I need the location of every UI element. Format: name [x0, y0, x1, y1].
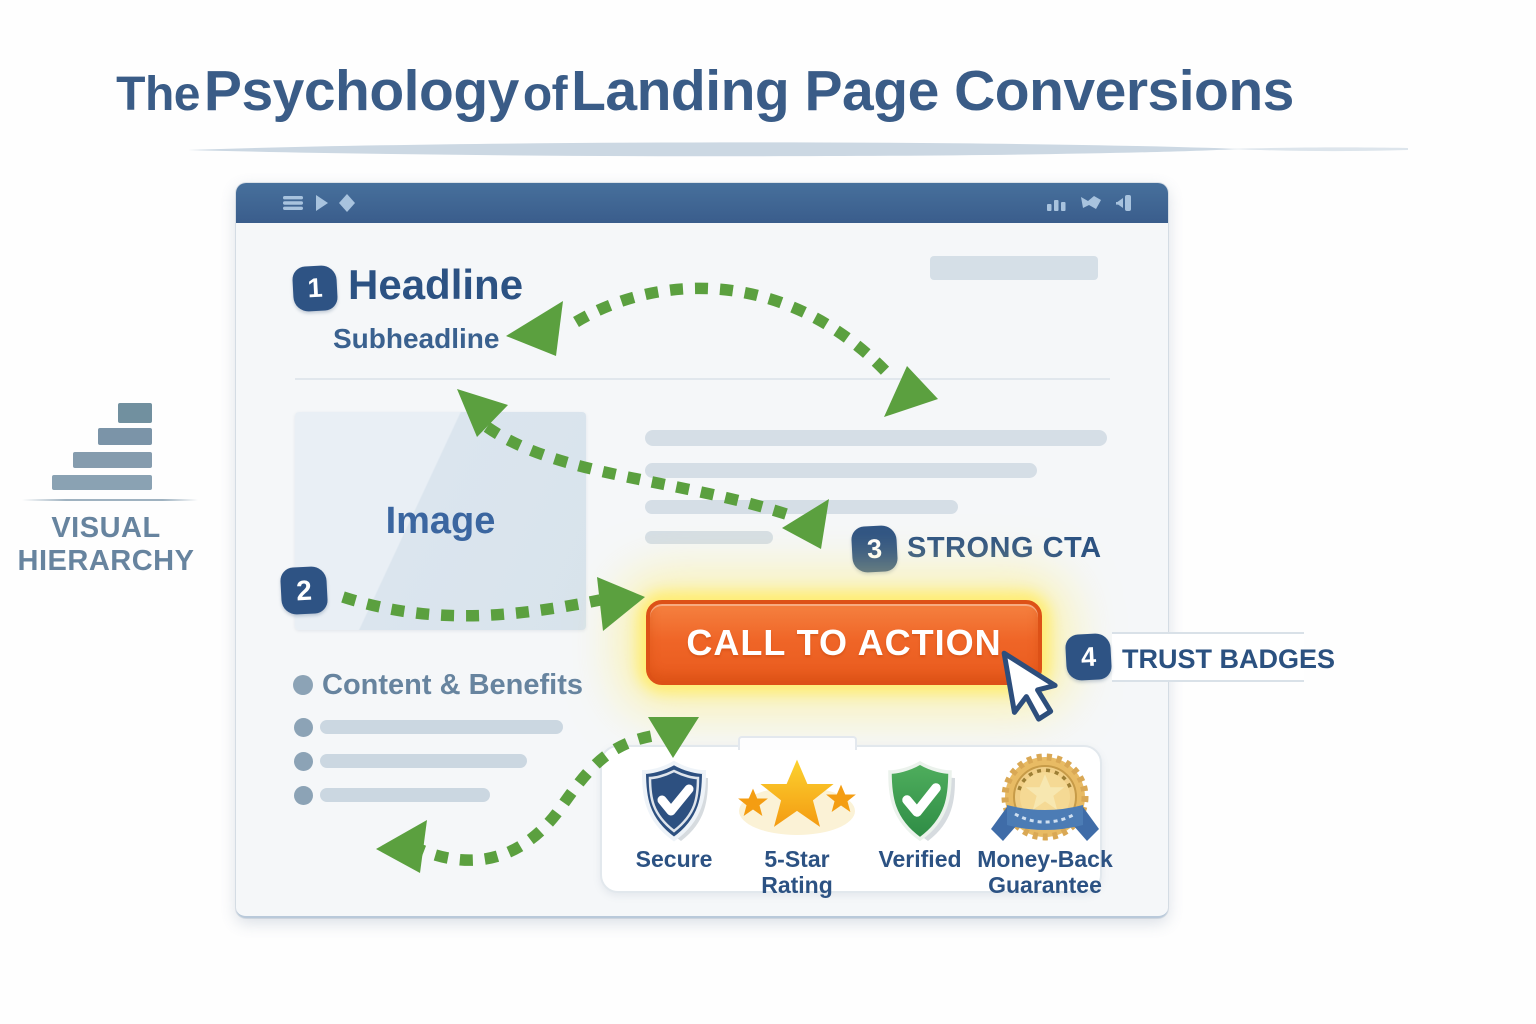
call-to-action-button[interactable]: CALL TO ACTION	[646, 600, 1042, 685]
step-badge-1: 1	[291, 264, 339, 313]
trust-label: 5-Star Rating	[761, 846, 833, 898]
bullet-dot	[294, 718, 313, 737]
trust-badge-rating: 5-Star Rating	[727, 755, 867, 899]
shield-check-green-icon	[850, 755, 990, 847]
play-icon[interactable]	[314, 194, 330, 212]
title-word-psychology: Psychology	[203, 59, 519, 123]
trust-panel-tab	[738, 736, 857, 750]
share-icon[interactable]	[1115, 194, 1133, 212]
mouse-cursor-icon	[1001, 650, 1058, 722]
text-line-placeholder	[645, 500, 958, 514]
subheadline-label: Subheadline	[333, 323, 500, 354]
text-line-placeholder	[645, 531, 773, 544]
title-word-the: The	[116, 68, 200, 121]
page-title: The Psychology of Landing Page Conversio…	[0, 58, 1410, 124]
bar-chart-icon[interactable]	[1047, 195, 1067, 211]
trust-label: Secure	[635, 846, 713, 872]
bullet-dot	[294, 786, 313, 805]
trust-label: Verified	[878, 846, 962, 872]
menu-icon[interactable]	[283, 196, 305, 210]
text-line-placeholder	[645, 430, 1107, 446]
bullet-line-placeholder	[320, 720, 563, 734]
title-underline-swoosh	[188, 142, 1408, 157]
browser-chrome-bar	[236, 183, 1168, 223]
step-badge-2: 2	[279, 565, 329, 616]
browser-window-mockup: 1 Headline Subheadline Image 2 3 STRONG …	[236, 183, 1168, 918]
bullet-dot	[293, 675, 313, 695]
bullet-dot	[294, 752, 313, 771]
trust-badge-moneyback: Money-Back Guarantee	[970, 753, 1120, 899]
trust-badges-label: TRUST BADGES	[1122, 644, 1336, 674]
diamond-icon[interactable]	[338, 194, 356, 212]
section-divider	[295, 378, 1110, 380]
title-rest: Landing Page Conversions	[571, 59, 1294, 123]
trust-badge-verified: Verified	[850, 755, 990, 873]
step-badge-3: 3	[850, 524, 899, 574]
shield-check-blue-icon	[604, 755, 744, 847]
trust-label: Money-Back Guarantee	[977, 846, 1113, 898]
hierarchy-divider	[22, 499, 198, 501]
cta-glow: CALL TO ACTION	[646, 600, 1042, 685]
trust-badges-callout-strip	[1112, 632, 1304, 682]
headline-label: Headline	[348, 261, 524, 308]
trust-badge-secure: Secure	[604, 755, 744, 873]
bullet-line-placeholder	[320, 788, 490, 802]
nav-placeholder-bar	[930, 256, 1098, 280]
strong-cta-label: STRONG CTA	[907, 532, 1102, 564]
five-star-icon	[727, 755, 867, 847]
image-placeholder: Image	[295, 412, 586, 630]
bullet-line-placeholder	[320, 754, 527, 768]
visual-hierarchy-label: VISUAL HIERARCHY	[17, 512, 195, 578]
step-badge-4: 4	[1064, 632, 1113, 682]
medal-ribbon-icon	[970, 753, 1120, 847]
image-label: Image	[385, 499, 496, 542]
flag-icon[interactable]	[1080, 195, 1102, 211]
trust-badges-panel: Secure	[600, 736, 1113, 898]
title-word-of: of	[522, 68, 568, 121]
text-line-placeholder	[645, 463, 1037, 478]
content-benefits-label: Content & Benefits	[322, 669, 583, 701]
